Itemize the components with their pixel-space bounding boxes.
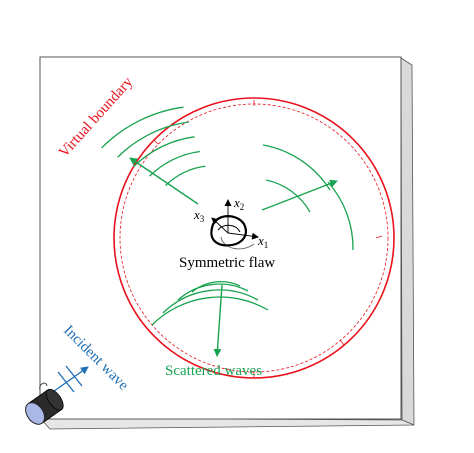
scattered-arrow-upper-left — [129, 157, 199, 205]
symmetric-flaw-label: Symmetric flaw — [179, 255, 275, 271]
virtual-boundary — [113, 97, 395, 379]
incident-wavefront — [57, 371, 75, 393]
flaw-inner-curve — [217, 224, 241, 233]
wavefront-upper-left — [117, 121, 189, 158]
incident-arrow — [49, 366, 89, 395]
boundary-tick — [153, 139, 159, 145]
incident-wavefront — [65, 365, 83, 387]
x1-axis-label: x1 — [257, 233, 268, 250]
plate-top-face — [39, 56, 402, 420]
scattered-arrows — [129, 157, 338, 357]
wavefront-right — [265, 179, 311, 213]
x2-axis-label: x2 — [233, 195, 244, 212]
plate-right-side — [400, 57, 415, 426]
scattered-arrow-right — [261, 179, 338, 211]
wavefront-lower — [177, 283, 249, 301]
wavefront-right — [327, 181, 354, 251]
boundary-tick — [375, 235, 383, 239]
wavefront-lower — [151, 296, 269, 326]
plate-bottom-side — [39, 417, 415, 430]
symmetric-flaw — [210, 199, 259, 250]
x3-axis — [211, 217, 229, 234]
scattered-arrow-down — [213, 284, 223, 357]
wavefront-upper-left — [101, 106, 184, 149]
boundary-tick — [339, 339, 345, 346]
flaw-shadow — [220, 236, 255, 250]
incident-wave-marker — [49, 365, 89, 395]
plate — [39, 56, 415, 430]
transducer-cable — [39, 382, 48, 391]
wavefront-lower — [162, 289, 259, 314]
scattered-waves-label: Scattered waves — [165, 363, 262, 379]
x3-axis-label: x3 — [193, 207, 205, 224]
wavefront-upper-left — [133, 136, 195, 168]
wavefront-right — [262, 144, 331, 191]
x1-axis — [227, 232, 259, 240]
transducer-icon — [25, 382, 64, 425]
